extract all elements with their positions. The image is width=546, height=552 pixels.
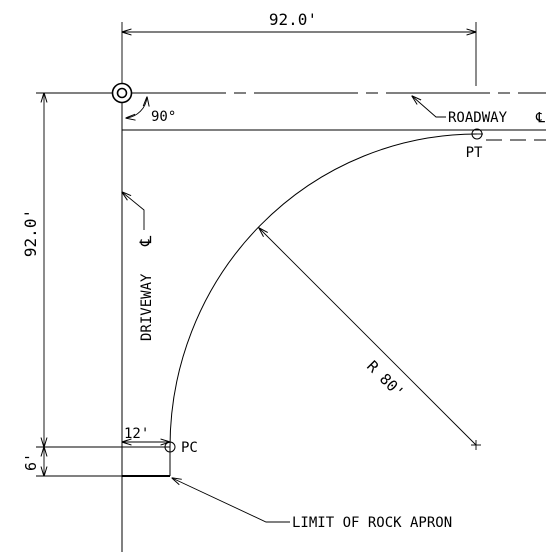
offset-dimension: 12'	[122, 426, 170, 442]
pc-marker	[164, 441, 176, 453]
apron-label-text: LIMIT OF ROCK APRON	[292, 515, 452, 531]
roadway-label: ROADWAY ℄	[412, 96, 545, 126]
top-dim-label: 92.0'	[269, 10, 317, 29]
radius-dimension: R 80'	[259, 228, 481, 450]
roadway-centerline-symbol: ℄	[535, 110, 545, 126]
roadway-leader	[412, 96, 446, 118]
angle-arc	[126, 97, 147, 118]
roadway	[122, 92, 546, 141]
driveway-centerline-symbol: ℄	[136, 235, 155, 247]
top-dimension: 92.0'	[122, 10, 476, 86]
pc-point: PC	[164, 440, 198, 456]
radius-line	[259, 228, 477, 446]
angle-marker: 90°	[126, 97, 176, 125]
curb-return-arc	[169, 133, 478, 448]
roadway-label-text: ROADWAY	[448, 110, 508, 126]
apron-label: LIMIT OF ROCK APRON	[172, 478, 452, 531]
control-point-icon	[111, 82, 133, 104]
driveway-label-text: DRIVEWAY	[139, 273, 155, 341]
pc-label: PC	[181, 440, 198, 456]
pt-label: PT	[466, 145, 483, 161]
apron-dimension: 6'	[22, 447, 122, 476]
apron-dim-label: 6'	[22, 453, 40, 471]
offset-label: 12'	[124, 426, 149, 442]
pt-point: PT	[466, 128, 483, 161]
driveway-label: DRIVEWAY ℄	[122, 192, 155, 341]
left-dimension: 92.0'	[21, 93, 170, 447]
driveway-leader	[122, 192, 145, 230]
radius-label: R 80'	[363, 357, 408, 402]
angle-label: 90°	[151, 109, 176, 125]
left-dim-label: 92.0'	[21, 209, 40, 257]
apron-leader	[172, 478, 290, 523]
